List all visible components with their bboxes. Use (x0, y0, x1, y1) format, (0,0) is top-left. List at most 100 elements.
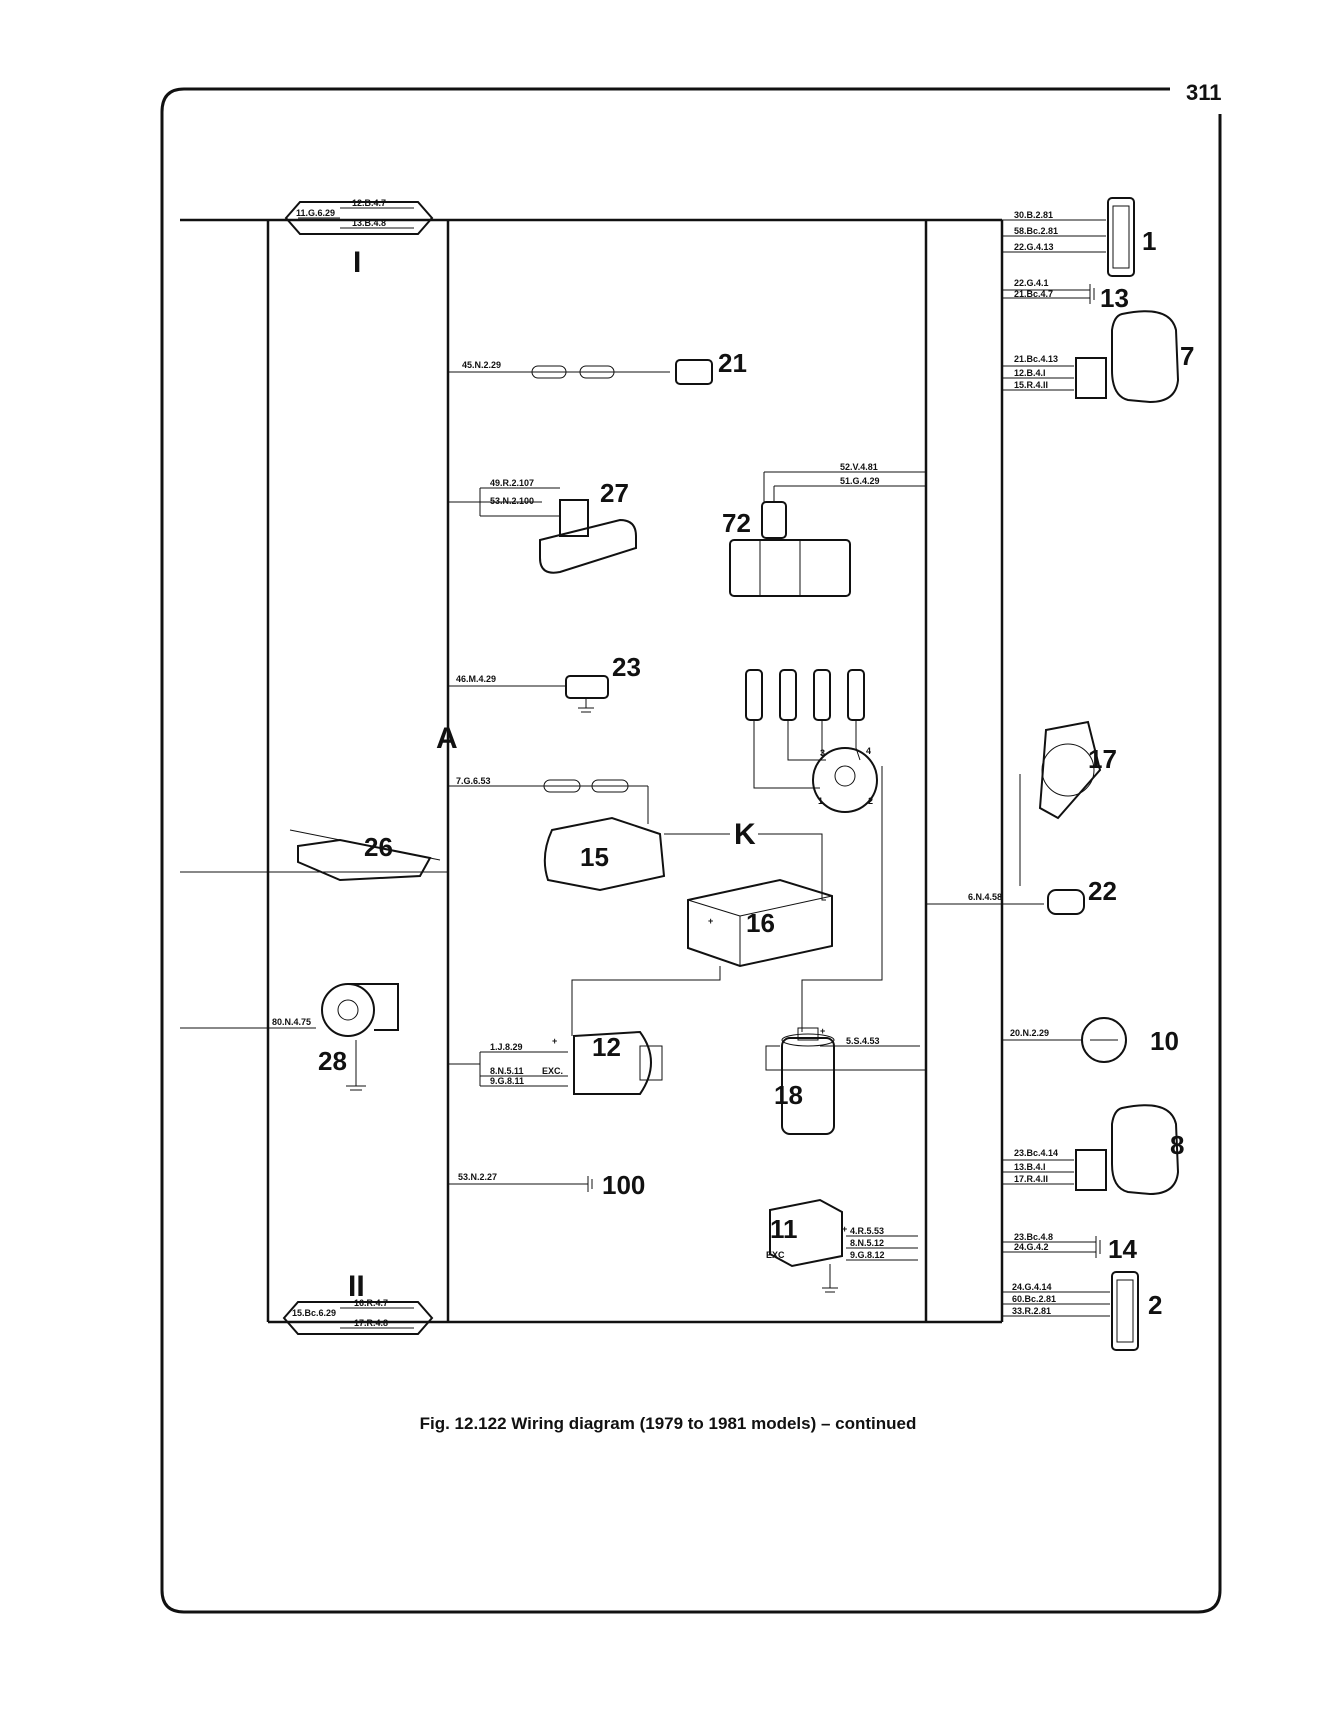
polarity-plus: + (820, 1026, 825, 1036)
component-number: 1 (1142, 226, 1156, 256)
component-7-headlamp: 21.Bc.4.13 12.B.4.I 15.R.4.II 7 (1002, 310, 1194, 404)
component-1-lamp: 30.B.2.81 58.Bc.2.81 22.G.4.13 1 (1002, 197, 1156, 277)
connector-i-left-label: 11.G.6.29 (296, 208, 335, 218)
wire-label: 23.Bc.4.14 (1014, 1148, 1058, 1158)
component-number: 17 (1088, 744, 1117, 774)
component-21-sender: 45.N.2.29 21 (448, 348, 747, 385)
page-frame (160, 87, 1222, 1614)
component-number: 2 (1148, 1290, 1162, 1320)
component-number: 12 (592, 1032, 621, 1062)
ignition-plugs-distributor: 3 4 1 2 (745, 669, 878, 813)
component-15-starter: 7.G.6.53 15 K (448, 776, 756, 892)
wire-label: 21.Bc.4.13 (1014, 354, 1058, 364)
component-number: 7 (1180, 341, 1194, 371)
component-23-sender: 46.M.4.29 23 (448, 652, 641, 713)
wire-label: 13.B.4.I (1014, 1162, 1046, 1172)
component-number: 8 (1170, 1130, 1184, 1160)
component-17-fan: 17 (1019, 720, 1117, 886)
wire-label: 49.R.2.107 (490, 478, 534, 488)
polarity-plus: + (842, 1224, 847, 1234)
connector-i-upper-label: 12.B.4.7 (352, 198, 386, 208)
wire-label: 20.N.2.29 (1010, 1028, 1049, 1038)
distributor-terminal-1: 1 (818, 796, 823, 806)
component-number: 18 (774, 1080, 803, 1110)
component-number: 72 (722, 508, 751, 538)
wire-label: EXC. (542, 1066, 563, 1076)
component-13: 22.G.4.1 21.Bc.4.7 13 (1002, 278, 1129, 313)
wire-label: 53.N.2.27 (458, 1172, 497, 1182)
wire-label: 23.Bc.4.8 (1014, 1232, 1053, 1242)
wire-label: 1.J.8.29 (490, 1042, 523, 1052)
component-14: 23.Bc.4.8 24.G.4.2 14 (1002, 1232, 1137, 1264)
component-number: 11 (770, 1214, 798, 1244)
wire-label: 58.Bc.2.81 (1014, 226, 1058, 236)
component-number: 10 (1150, 1026, 1179, 1056)
wire-label: 30.B.2.81 (1014, 210, 1053, 220)
wire-label: 9.G.8.11 (490, 1076, 524, 1086)
wire-label: 53.N.2.100 (490, 496, 534, 506)
connector-i-roman: I (353, 246, 361, 279)
harness-letter-a: A (436, 722, 458, 755)
component-number: 15 (580, 842, 609, 872)
wire-label: 17.R.4.II (1014, 1174, 1048, 1184)
wire-label: 80.N.4.75 (272, 1017, 311, 1027)
component-27-unit: 49.R.2.107 53.N.2.100 27 (448, 478, 637, 574)
polarity-plus: + (552, 1036, 557, 1046)
component-12-alternator: 1.J.8.29 8.N.5.11 9.G.8.11 EXC. + 12 (448, 1030, 663, 1095)
connector-ii-roman: II (348, 1270, 365, 1303)
page-number: 311 (1186, 80, 1222, 105)
component-number: 28 (318, 1046, 347, 1076)
wire-label: 6.N.4.58 (968, 892, 1002, 902)
component-100-earth: 53.N.2.27 100 (448, 1170, 645, 1200)
wire-label: 5.S.4.53 (846, 1036, 880, 1046)
wire-label: 46.M.4.29 (456, 674, 496, 684)
connector-ii-lower-label: 17.R.4.8 (354, 1318, 388, 1328)
wire-label: 33.R.2.81 (1012, 1306, 1051, 1316)
wire-label: 24.G.4.14 (1012, 1282, 1052, 1292)
wire-label: EXC (766, 1250, 785, 1260)
component-number: 22 (1088, 876, 1117, 906)
component-number: 13 (1100, 283, 1129, 313)
component-11-regulator: 4.R.5.53 8.N.5.12 9.G.8.12 EXC + 11 (766, 1198, 918, 1293)
connector-ii: 15.Bc.6.29 16.R.4.7 17.R.4.8 II (282, 1270, 434, 1335)
wire-label: 52.V.4.81 (840, 462, 878, 472)
component-18-coil: 5.S.4.53 + 18 (765, 766, 926, 1135)
wire-label: 22.G.4.13 (1014, 242, 1054, 252)
connector-ii-upper-label: 16.R.4.7 (354, 1298, 388, 1308)
component-72-sender: 52.V.4.81 51.G.4.29 72 (722, 462, 926, 597)
wire-label: 24.G.4.2 (1014, 1242, 1049, 1252)
component-number: 21 (718, 348, 747, 378)
wire-label: 12.B.4.I (1014, 368, 1046, 378)
component-16-battery: + 16 (571, 833, 833, 1036)
wire-label: 45.N.2.29 (462, 360, 501, 370)
wire-label: 21.Bc.4.7 (1014, 289, 1053, 299)
connector-i: 11.G.6.29 12.B.4.7 13.B.4.8 I (284, 198, 434, 279)
component-number: 16 (746, 908, 775, 938)
component-10-horn: 20.N.2.29 10 (1001, 1017, 1179, 1063)
wire-label: 4.R.5.53 (850, 1226, 884, 1236)
polarity-plus: + (708, 916, 713, 926)
wire-label: 9.G.8.12 (850, 1250, 885, 1260)
component-28-blower: 80.N.4.75 28 (180, 983, 399, 1091)
distributor-terminal-4: 4 (866, 746, 871, 756)
component-26-wiper: 26 (180, 829, 448, 882)
component-22-switch: 6.N.4.58 22 (925, 876, 1117, 1070)
distributor-terminal-3: 3 (820, 748, 825, 758)
component-number: 23 (612, 652, 641, 682)
component-number: 26 (364, 832, 393, 862)
component-number: 14 (1108, 1234, 1137, 1264)
distributor-terminal-2: 2 (868, 796, 873, 806)
component-number: 27 (600, 478, 629, 508)
wire-label: 60.Bc.2.81 (1012, 1294, 1056, 1304)
component-8-headlamp: 23.Bc.4.14 13.B.4.I 17.R.4.II 8 (1002, 1104, 1184, 1196)
wire-label: 8.N.5.12 (850, 1238, 884, 1248)
wire-label: 8.N.5.11 (490, 1066, 524, 1076)
connector-ii-left-label: 15.Bc.6.29 (292, 1308, 336, 1318)
wire-label: 22.G.4.1 (1014, 278, 1049, 288)
harness-letter-k: K (734, 818, 756, 851)
component-2-lamp: 24.G.4.14 60.Bc.2.81 33.R.2.81 2 (1002, 1271, 1162, 1351)
wire-label: 7.G.6.53 (456, 776, 491, 786)
component-number: 100 (602, 1170, 645, 1200)
connector-i-lower-label: 13.B.4.8 (352, 218, 386, 228)
